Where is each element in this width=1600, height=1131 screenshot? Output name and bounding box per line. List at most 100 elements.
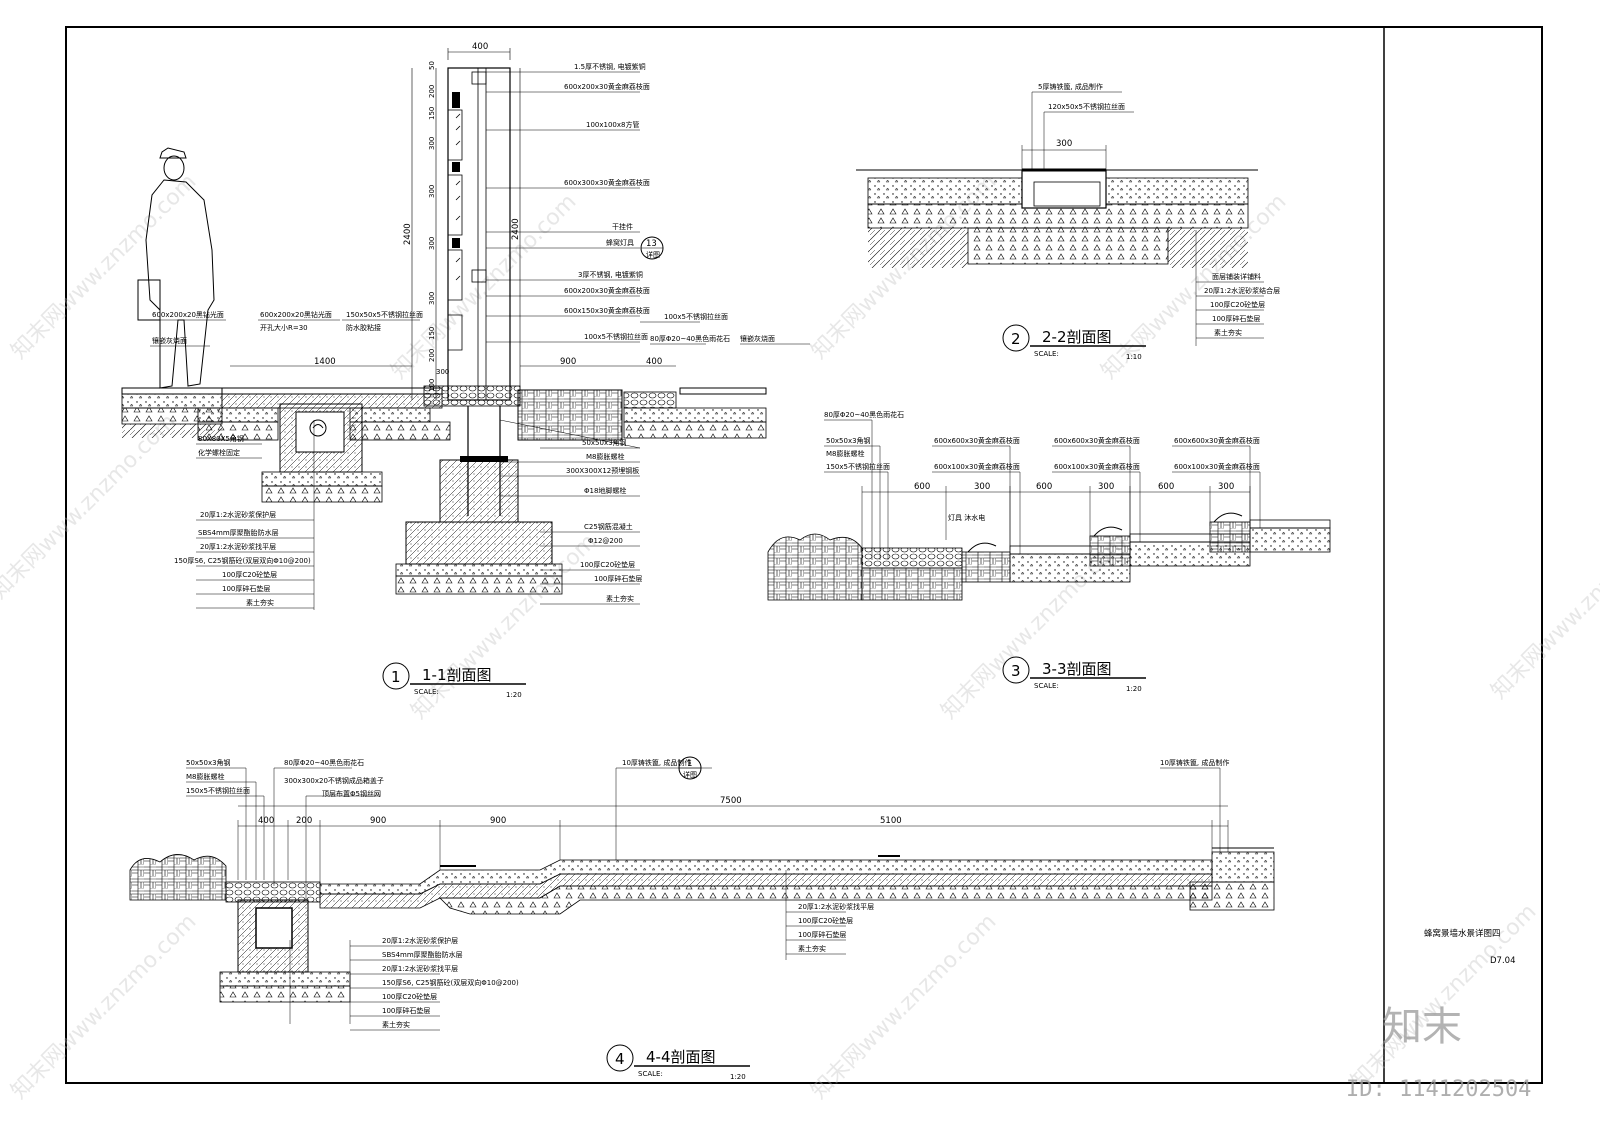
- note: 150x5不锈钢拉丝面: [186, 786, 250, 795]
- brand-logo: 知末: [1382, 1004, 1462, 1050]
- dim-7500: 7500: [720, 796, 742, 806]
- note: M8膨胀螺栓: [826, 449, 865, 458]
- note: 150厚S6, C25钢筋砼(双层双向Φ10@200): [174, 556, 311, 565]
- note: 100厚碎石垫层: [798, 930, 846, 939]
- note: 面层铺装详铺料: [1212, 272, 1261, 281]
- note: 顶层布置Φ5钢丝网: [322, 789, 381, 798]
- section-title: 3-3剖面图: [1042, 660, 1112, 678]
- note: 100厚C20砼垫层: [222, 570, 277, 579]
- note: 50x50x3角钢: [582, 438, 627, 447]
- section-title-2: 2 2-2剖面图 SCALE: 1:10: [1002, 324, 1146, 361]
- dim-200: 200: [296, 816, 312, 826]
- note: 600x300x30黄金麻荔枝面: [564, 178, 650, 187]
- note: SBS4mm厚聚酯胎防水层: [198, 528, 279, 537]
- note: 100厚C20砼垫层: [382, 992, 437, 1001]
- note: Φ18地脚螺栓: [584, 486, 626, 495]
- note: C25钢筋混凝土: [584, 522, 633, 531]
- dim-600: 600: [1158, 482, 1174, 492]
- section-3-3: 600 300 600 300 600 300 80厚Φ20~40黑色雨花石 5…: [767, 410, 1331, 693]
- watermark-text: 知末网www.znzmo.com: [0, 409, 181, 604]
- note: 50x50x3角钢: [186, 758, 231, 767]
- note: Φ12@200: [588, 537, 623, 545]
- scale-label: SCALE:: [638, 1070, 663, 1078]
- note: 10厚铸铁篦, 成品制作: [1160, 758, 1229, 767]
- watermark-text: 知末网www.znzmo.com: [1487, 509, 1600, 704]
- note: 600x200x20黑钻光面: [152, 310, 224, 319]
- detail-callout-1: 1 详图: [678, 756, 702, 780]
- note: 100厚C20砼垫层: [798, 916, 853, 925]
- note: 防水胶粘接: [346, 323, 381, 332]
- note: 100厚碎石垫层: [594, 574, 642, 583]
- scale-label: SCALE:: [1034, 350, 1059, 358]
- note: 150x50x5不锈钢拉丝面: [346, 310, 423, 319]
- dim-300: 300: [428, 292, 436, 305]
- dim-2400-b: 2400: [511, 218, 521, 240]
- note: 100x5不锈钢拉丝面: [664, 312, 728, 321]
- dim-300: 300: [428, 237, 436, 250]
- note: 素土夯实: [382, 1020, 410, 1029]
- note: 600x100x30黄金麻荔枝面: [1054, 462, 1140, 471]
- note: 100x100x8方管: [586, 120, 639, 129]
- section-title-4: 4 4-4剖面图 SCALE: 1:20: [606, 1044, 750, 1081]
- note: 150厚S6, C25钢筋砼(双层双向Φ10@200): [382, 978, 519, 987]
- section-title: 2-2剖面图: [1042, 328, 1112, 346]
- dim-400-top: 400: [472, 42, 488, 52]
- dim-400: 400: [646, 357, 662, 367]
- note: 5厚铸铁篦, 成品制作: [1038, 82, 1103, 91]
- section-2-2: 300 5厚铸铁篦, 成品制作 120x50x5不锈钢拉丝面 面层铺装详铺料 2…: [856, 82, 1280, 361]
- note: M8膨胀螺栓: [186, 772, 225, 781]
- section-1-1: 400 2400 2400 50 200 150 300 300 300 300…: [121, 42, 810, 699]
- dim-50: 50: [428, 61, 436, 70]
- dim-900: 900: [560, 357, 576, 367]
- note: 20厚1:2水泥砂浆找平层: [200, 542, 276, 551]
- dim-200: 200: [428, 85, 436, 98]
- note: 20厚1:2水泥砂浆结合层: [1204, 286, 1280, 295]
- callout-number: 13: [646, 239, 657, 249]
- note: 600x200x30黄金麻荔枝面: [564, 286, 650, 295]
- section-number: 1: [391, 668, 401, 686]
- callout-ref: 详图: [646, 250, 660, 259]
- dim-300: 300: [428, 185, 436, 198]
- note: 600x200x20黑钻光面: [260, 310, 332, 319]
- section-title-3: 3 3-3剖面图 SCALE: 1:20: [1002, 656, 1146, 693]
- note: 120x50x5不锈钢拉丝面: [1048, 102, 1125, 111]
- note: 蜂窝灯具: [606, 238, 634, 247]
- dim-400: 400: [258, 816, 274, 826]
- section-number: 4: [615, 1050, 625, 1068]
- sheet-title: 蜂窝景墙水景详图四: [1424, 928, 1501, 939]
- scale-value: 1:20: [730, 1073, 746, 1081]
- note: M8膨胀螺栓: [586, 452, 625, 461]
- dim-300: 300: [1098, 482, 1114, 492]
- note: 100厚C20砼垫层: [580, 560, 635, 569]
- section-number: 3: [1011, 662, 1021, 680]
- detail-callout-13: 13 详图: [640, 236, 664, 260]
- watermark-text: 知末网www.znzmo.com: [7, 909, 202, 1104]
- note: 1.5厚不锈钢, 电镀紫铜: [574, 62, 646, 71]
- note: 100厚C20砼垫层: [1210, 300, 1265, 309]
- dim-5100: 5100: [880, 816, 902, 826]
- scale-label: SCALE:: [1034, 682, 1059, 690]
- note: 600x600x30黄金麻荔枝面: [1054, 436, 1140, 445]
- note: 20厚1:2水泥砂浆保护层: [200, 510, 276, 519]
- note: 80X80X5角钢: [198, 434, 244, 443]
- note: 10厚铸铁篦, 成品制作: [622, 758, 691, 767]
- dim-300: 300: [974, 482, 990, 492]
- note: 化学螺栓固定: [198, 448, 240, 457]
- dim-600: 600: [1036, 482, 1052, 492]
- note: 50x50x3角钢: [826, 436, 871, 445]
- dim-2400: 2400: [403, 223, 413, 245]
- note: 80厚Φ20~40黑色雨花石: [284, 758, 364, 767]
- note: 素土夯实: [246, 598, 274, 607]
- note: 100x5不锈钢拉丝面: [584, 332, 648, 341]
- dim-150: 150: [428, 107, 436, 120]
- dim-300: 300: [1056, 139, 1072, 149]
- note: 600x100x30黄金麻荔枝面: [934, 462, 1020, 471]
- scale-value: 1:10: [1126, 353, 1142, 361]
- scale-value: 1:20: [1126, 685, 1142, 693]
- watermark-text: 知末网www.znzmo.com: [387, 189, 582, 384]
- dim-1400: 1400: [314, 357, 336, 367]
- note: 素土夯实: [798, 944, 826, 953]
- note: 20厚1:2水泥砂浆保护层: [382, 936, 458, 945]
- section-4-4: 7500 400 200 900 900 5100 50x50x3角钢 M8膨胀…: [129, 756, 1275, 1081]
- note: 150x5不锈钢拉丝面: [826, 462, 890, 471]
